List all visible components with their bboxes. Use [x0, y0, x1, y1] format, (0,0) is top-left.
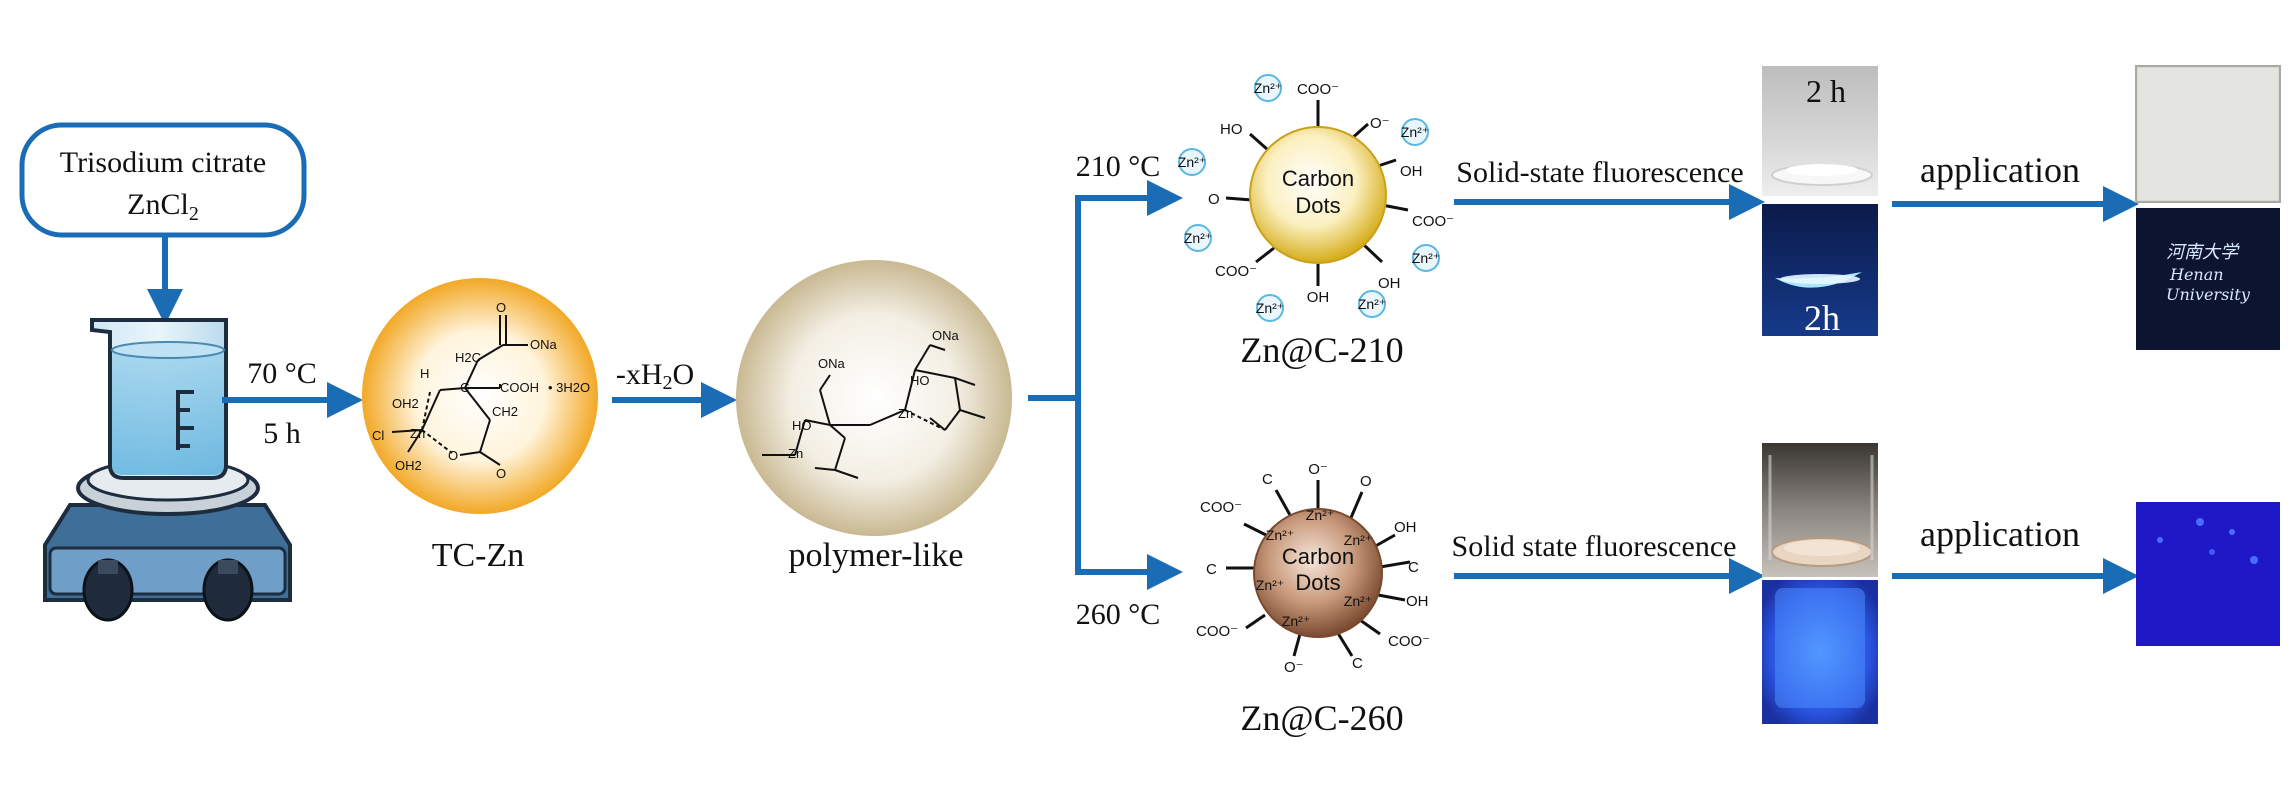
cd210-group-6: OH [1307, 289, 1330, 306]
tczn-group-OH2-top: OH2 [392, 396, 419, 411]
cd260-group-12: C [1262, 471, 1273, 488]
polymer-group-ONa-right: ONa [932, 328, 960, 343]
cd210-particle: Carbon Dots COO⁻ O⁻ OH COO⁻ OH OH COO⁻ O… [1178, 74, 1454, 322]
cd260-group-1: O⁻ [1308, 461, 1328, 478]
tc-zn-sphere: O ONa H2C H C COOH • 3H2O OH2 Cl Zn CH2 … [362, 278, 598, 514]
cd210-ion-5: Zn²⁺ [1412, 250, 1440, 266]
cd260-ion-2: Zn²⁺ [1266, 527, 1294, 543]
fluor-top-label: Solid-state fluorescence [1456, 156, 1743, 189]
branch-top-temperature: 210 °C [1076, 150, 1161, 183]
handwriting-line3: University [2166, 285, 2251, 304]
cd210-group-1: COO⁻ [1297, 81, 1339, 98]
cd210-ion-7: Zn²⁺ [1256, 300, 1284, 316]
branch-bottom-temperature: 260 °C [1076, 598, 1161, 631]
photo-210-uv-time-label: 2h [1804, 298, 1840, 338]
app-bottom-label: application [1920, 514, 2080, 554]
app-bottom-uv-photo [2136, 502, 2280, 646]
cd260-label: Zn@C-260 [1240, 698, 1403, 738]
cd260-group-5: OH [1406, 593, 1429, 610]
cd260-ion-4: Zn²⁺ [1256, 577, 1284, 593]
polymer-group-HO-left: HO [792, 418, 812, 433]
photo-210-time-label: 2 h [1806, 73, 1846, 109]
cd210-ion-1: Zn²⁺ [1254, 80, 1282, 96]
handwriting-line2: Henan [2169, 265, 2224, 284]
tczn-group-O: O [496, 300, 506, 315]
cd210-ion-2: Zn²⁺ [1401, 124, 1429, 140]
cd260-particle: Carbon Dots Zn²⁺ Zn²⁺ Zn²⁺ Zn²⁺ Zn²⁺ Zn²… [1196, 461, 1430, 676]
fluor-bottom-label: Solid state fluorescence [1452, 530, 1737, 563]
tczn-group-H2C: H2C [455, 350, 481, 365]
cd260-group-3: OH [1394, 519, 1417, 536]
beaker-hotplate-icon [43, 318, 292, 622]
cd260-group-7: C [1352, 655, 1363, 672]
tczn-group-H: H [420, 366, 429, 381]
photo-260-daylight [1762, 443, 1878, 577]
reactant-line1: Trisodium citrate [60, 146, 266, 179]
cd210-ion-3: Zn²⁺ [1178, 154, 1206, 170]
photo-210-daylight: 2 h [1762, 66, 1878, 196]
cd260-group-4: C [1408, 559, 1419, 576]
cd210-core-line2: Dots [1295, 193, 1340, 218]
cd260-core-line2: Dots [1295, 570, 1340, 595]
cd260-spokes [1226, 480, 1411, 657]
cd260-ion-3: Zn²⁺ [1344, 532, 1372, 548]
cd260-group-9: COO⁻ [1196, 623, 1238, 640]
cd260-group-6: COO⁻ [1388, 633, 1430, 650]
tczn-group-water: • 3H2O [548, 380, 590, 395]
cd260-ion-1: Zn²⁺ [1306, 507, 1334, 523]
cd210-group-5: OH [1378, 275, 1401, 292]
tczn-group-Cl: Cl [372, 428, 384, 443]
cd210-group-2: O⁻ [1370, 115, 1390, 132]
cd210-zn-ions: Zn²⁺ Zn²⁺ Zn²⁺ Zn²⁺ Zn²⁺ Zn²⁺ Zn²⁺ [1178, 74, 1440, 322]
tczn-group-ONa: ONa [530, 337, 558, 352]
photo-260-uv [1762, 580, 1878, 724]
polymer-structure [762, 344, 986, 479]
cd260-group-10: C [1206, 561, 1217, 578]
polymer-group-Zn-left: Zn [788, 446, 803, 461]
tczn-group-COOH: COOH [500, 380, 539, 395]
cd260-ion-5: Zn²⁺ [1344, 593, 1372, 609]
polymer-label: polymer-like [789, 537, 964, 574]
cd210-label: Zn@C-210 [1240, 330, 1403, 370]
tc-zn-structure [391, 315, 528, 466]
tczn-group-C: C [460, 380, 469, 395]
reactant-box: Trisodium citrate ZnCl2 [19, 122, 307, 238]
cd260-group-11: COO⁻ [1200, 499, 1242, 516]
tczn-group-O-ring: O [448, 448, 458, 463]
cd260-core-line1: Carbon [1282, 544, 1354, 569]
cd210-core-line1: Carbon [1282, 166, 1354, 191]
app-top-uv-photo: 河南大学 Henan University [2136, 208, 2280, 350]
handwriting-line1: 河南大学 [2166, 242, 2240, 263]
tczn-group-O-keto: O [496, 466, 506, 481]
polymer-group-Zn-right: Zn [898, 406, 913, 421]
reactant-line2: ZnCl2 [127, 188, 199, 225]
step2-label: -xH2O [616, 358, 694, 394]
cd260-group-8: O⁻ [1284, 659, 1304, 676]
step1-time: 5 h [263, 417, 301, 450]
cd210-group-9: HO [1220, 121, 1243, 138]
step1-temperature: 70 °C [247, 357, 317, 390]
tc-zn-label: TC-Zn [432, 537, 525, 574]
photo-210-uv: 2h [1762, 204, 1878, 338]
tczn-group-OH2-bottom: OH2 [395, 458, 422, 473]
cd210-group-7: COO⁻ [1215, 263, 1257, 280]
polymer-sphere: ONa ONa HO HO Zn Zn [736, 260, 1012, 536]
cd210-group-4: COO⁻ [1412, 213, 1454, 230]
cd260-group-2: O [1360, 473, 1372, 490]
tczn-group-CH2: CH2 [492, 404, 518, 419]
cd210-group-8: O [1208, 191, 1220, 208]
tczn-group-Zn: Zn [410, 426, 425, 441]
app-top-daylight-photo [2135, 65, 2281, 203]
polymer-group-ONa-left: ONa [818, 356, 846, 371]
app-top-label: application [1920, 150, 2080, 190]
polymer-group-HO-right: HO [910, 373, 930, 388]
cd210-ion-4: Zn²⁺ [1184, 230, 1212, 246]
cd260-ion-6: Zn²⁺ [1282, 613, 1310, 629]
branch-arrows [1028, 180, 1183, 590]
cd210-ion-6: Zn²⁺ [1358, 296, 1386, 312]
cd210-group-3: OH [1400, 163, 1423, 180]
